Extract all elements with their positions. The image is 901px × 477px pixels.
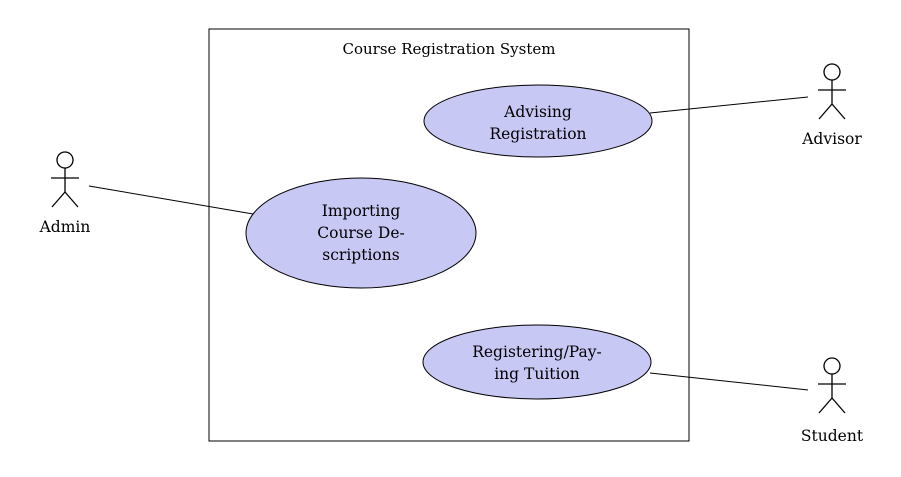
stick-figure-icon (818, 357, 846, 414)
actor-label-advisor: Advisor (801, 130, 862, 148)
use-case-registering-paying-tuition[interactable]: Registering/Pay- ing Tuition (422, 324, 652, 400)
use-case-label-line-1: Importing (322, 202, 401, 220)
association-student-registering (649, 372, 809, 391)
system-boundary (208, 28, 690, 442)
use-case-label-line-2: Registration (489, 125, 586, 143)
use-case-label-line-2: Course De- (317, 224, 404, 242)
use-case-label-line-1: Advising (503, 103, 572, 121)
actor-student[interactable]: Student (801, 357, 864, 445)
system-title: Course Registration System (343, 40, 556, 58)
use-case-ellipse (423, 84, 653, 158)
use-case-label-line-1: Registering/Pay- (472, 343, 602, 361)
association-advisor-advising (649, 96, 809, 114)
use-case-importing-course-descriptions[interactable]: Importing Course De- scriptions (245, 177, 477, 289)
use-case-label-line-3: scriptions (322, 246, 399, 264)
use-case-advising-registration[interactable]: Advising Registration (423, 84, 653, 158)
actor-advisor[interactable]: Advisor (801, 63, 862, 148)
association-admin-importing (88, 185, 254, 215)
use-case-ellipse (422, 324, 652, 400)
use-case-ellipse (245, 177, 477, 289)
stick-figure-icon (818, 63, 846, 120)
actor-admin[interactable]: Admin (39, 151, 91, 236)
use-case-label-line-2: ing Tuition (494, 365, 580, 383)
actor-label-admin: Admin (39, 218, 91, 236)
stick-figure-icon (51, 151, 79, 208)
actor-label-student: Student (801, 427, 864, 445)
